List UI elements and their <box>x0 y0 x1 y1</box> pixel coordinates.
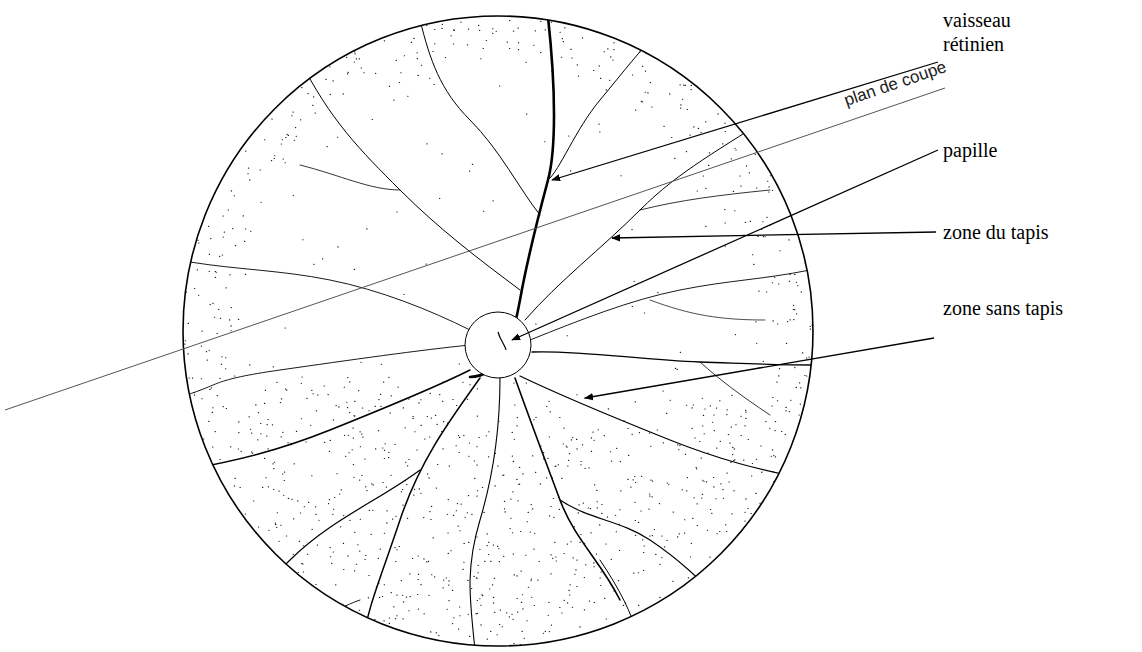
papilla-label: papille <box>943 138 1103 162</box>
papilla-vessel <box>498 332 506 350</box>
leader-lines <box>512 62 938 398</box>
vessel-label: vaisseau rétinien <box>943 8 1068 56</box>
tapetum-zone-label: zone du tapis <box>943 220 1133 244</box>
non-tapetum-zone-label: zone sans tapis <box>943 296 1068 320</box>
fundus-ground <box>183 16 813 646</box>
papilla-disc <box>465 312 531 378</box>
fundus-outline <box>183 16 813 646</box>
stipple <box>185 21 812 645</box>
section-plane-label: plan de coupe <box>841 57 949 111</box>
section-plane-line <box>5 88 945 410</box>
